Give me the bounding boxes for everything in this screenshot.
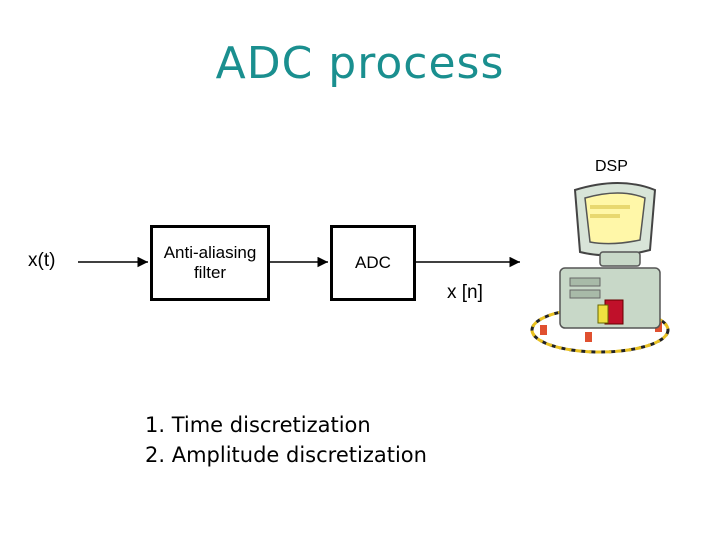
input-signal-label: x(t) [28, 250, 56, 271]
adc-label: ADC [355, 253, 391, 272]
output-signal-label: x [n] [447, 282, 483, 303]
step-amplitude-discretization: 2. Amplitude discretization [145, 443, 427, 467]
dsp-label: DSP [595, 158, 628, 175]
adc-block: ADC [330, 225, 416, 301]
filter-label: Anti-aliasing filter [163, 243, 257, 282]
step-time-discretization: 1. Time discretization [145, 413, 371, 437]
adc-steps-list: 1. Time discretization 2. Amplitude disc… [145, 410, 427, 470]
anti-aliasing-filter-block: Anti-aliasing filter [150, 225, 270, 301]
page-title: ADC process [215, 38, 505, 89]
